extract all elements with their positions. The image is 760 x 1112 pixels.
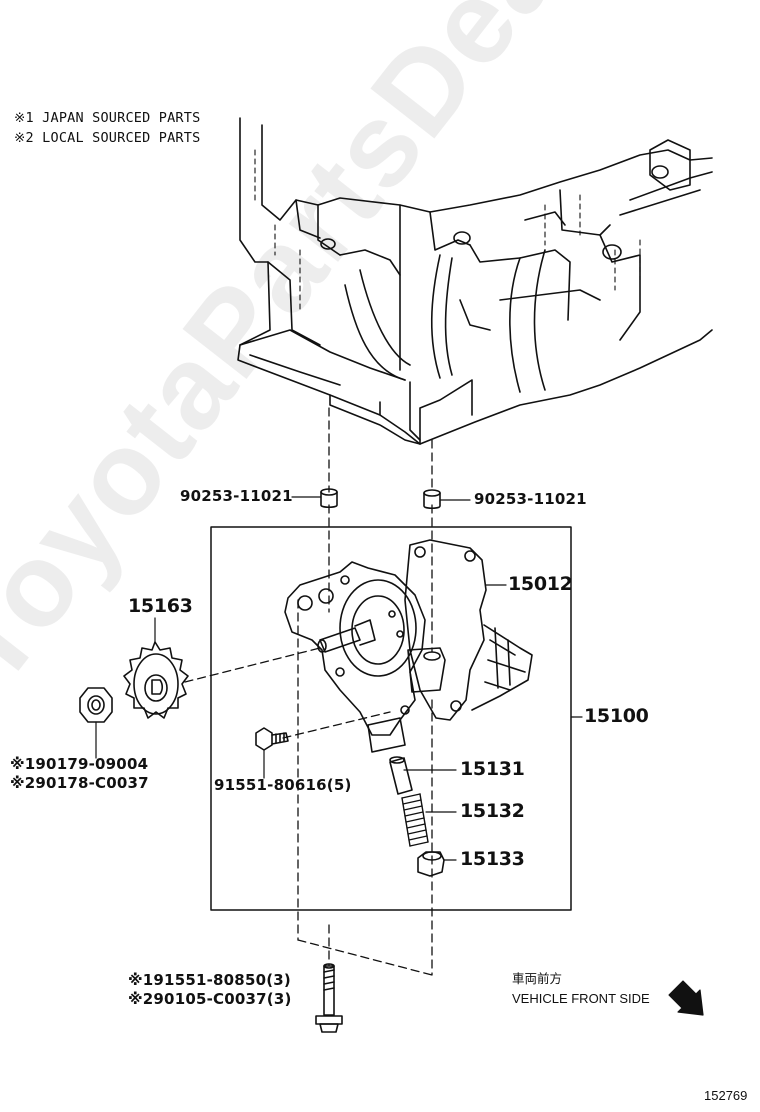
- callout-dowel-left[interactable]: 90253-11021: [180, 487, 293, 505]
- spring-icon: [401, 793, 429, 847]
- callout-plug[interactable]: 15133: [460, 848, 525, 870]
- note-japan-sourced: ※1 JAPAN SOURCED PARTS: [14, 110, 201, 126]
- callout-spring[interactable]: 15132: [460, 800, 525, 822]
- callout-bolt-jp[interactable]: ※191551-80850(3): [128, 971, 291, 989]
- dowel-pin-left-icon: [320, 488, 338, 509]
- note-local-sourced: ※2 LOCAL SOURCED PARTS: [14, 130, 201, 146]
- relief-valve-icon: [389, 756, 413, 795]
- direction-label-en: VEHICLE FRONT SIDE: [512, 991, 650, 1006]
- alignment-lines: [184, 407, 433, 976]
- callout-sprocket[interactable]: 15163: [128, 595, 193, 617]
- callout-pump-cover[interactable]: 15012: [508, 573, 573, 595]
- hex-nut-icon: [79, 687, 113, 723]
- engine-block-illustration: [237, 117, 713, 445]
- dowel-pin-right-icon: [423, 489, 441, 510]
- oil-pump-body-illustration: [284, 539, 533, 753]
- callout-bolt-local[interactable]: ※290105-C0037(3): [128, 990, 292, 1008]
- plug-icon: [417, 851, 445, 877]
- arrow-down-right-icon: [668, 980, 704, 1016]
- callout-relief-valve[interactable]: 15131: [460, 758, 525, 780]
- long-bolt-icon: [315, 963, 343, 1033]
- callout-nut-jp[interactable]: ※190179-09004: [10, 755, 149, 773]
- oil-pump-assembly-box: [210, 526, 572, 911]
- leader-lines: [95, 496, 583, 861]
- callout-dowel-right[interactable]: 90253-11021: [474, 490, 587, 508]
- figure-number: 152769: [704, 1088, 748, 1103]
- sprocket-icon: [123, 641, 189, 719]
- callout-nut-local[interactable]: ※290178-C0037: [10, 774, 149, 792]
- small-bolt-icon: [255, 727, 289, 751]
- direction-label-jp: 車両前方: [512, 971, 563, 986]
- callout-small-bolt[interactable]: 91551-80616(5): [214, 776, 352, 794]
- callout-pump-assembly[interactable]: 15100: [584, 705, 649, 727]
